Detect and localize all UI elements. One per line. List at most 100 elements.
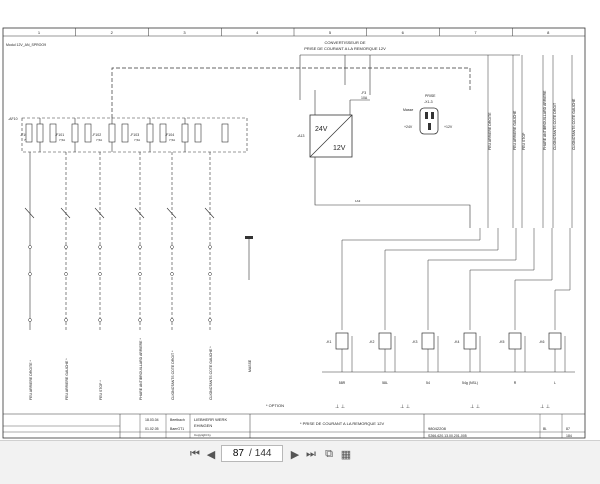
- column-number: 7: [474, 30, 477, 35]
- relay-ref: -K6: [539, 340, 545, 344]
- fuse-symbol: [49, 123, 57, 143]
- last-page-button[interactable]: ⏭: [304, 447, 318, 461]
- connector-pin: [138, 318, 142, 322]
- relay-ref: -K1: [326, 340, 332, 344]
- page-separator: /: [249, 448, 252, 459]
- column-number: 2: [111, 30, 114, 35]
- left-function-label: FEU STOP *: [99, 380, 103, 400]
- layout-button[interactable]: ▦: [339, 447, 353, 461]
- fuse-symbol: [25, 123, 33, 143]
- socket-title: PRISE: [425, 94, 436, 98]
- svg-text:⊥ ⊥: ⊥ ⊥: [470, 404, 480, 410]
- relay-coil: [421, 332, 435, 350]
- left-function-label: FEU ARRIERE GAUCHE *: [65, 358, 69, 400]
- connector-pin: [28, 272, 32, 276]
- fuse-symbol: [108, 123, 116, 143]
- bottom-pin-label: 58L: [382, 381, 388, 385]
- right-function-label: CLIGNOTANTS COTE GAUCHE: [572, 98, 576, 150]
- switch-contact: [94, 207, 105, 219]
- relay-group: -K1-K2-K3-K4-K5-K6: [326, 332, 566, 372]
- svg-text:1A3: 1A3: [355, 199, 361, 203]
- relay-coil: [508, 332, 522, 350]
- fuse-value: 7,5A: [59, 138, 65, 142]
- previous-page-button[interactable]: ◀: [204, 447, 218, 461]
- fuse-value-f3: 10A: [361, 96, 368, 100]
- socket-ref: -X1-3: [424, 100, 433, 104]
- left-function-label: PHARE ANTIBROUILLARD ARRIERE *: [139, 338, 143, 400]
- left-function-label: CLIGNOTANTS COTE DROIT *: [171, 350, 175, 400]
- fuse-value: 7,5A: [134, 138, 140, 142]
- converter-title-line2: PRISE DE COURANT A LA REMORQUE 12V: [304, 46, 386, 51]
- socket-symbol: [419, 107, 439, 135]
- copy-icon: ⧉: [325, 447, 333, 460]
- fuse-symbol: [71, 123, 79, 143]
- column-number: 1: [38, 30, 41, 35]
- title-sheet: 87: [566, 427, 570, 431]
- total-pages: 144: [254, 448, 272, 459]
- column-number: 5: [329, 30, 332, 35]
- switch-contact: [166, 207, 177, 219]
- sheet-ref-code: Modul 12V_AN_SPROO9: [6, 43, 46, 47]
- bottom-pin-label: 58R: [339, 381, 346, 385]
- fuse-symbol: [159, 123, 167, 143]
- title-of-sheets: 184: [566, 434, 572, 438]
- title-copyright: Copyright by: [194, 433, 211, 437]
- connector-pin: [208, 318, 212, 322]
- title-blatt-label: Bl.: [543, 427, 547, 431]
- title-company: LIEBHERR WERK: [194, 417, 227, 422]
- right-function-label: CLIGNOTANTS COTE DROIT: [553, 102, 557, 150]
- connector-pin: [170, 318, 174, 322]
- relay-coil: [378, 332, 392, 350]
- bottom-pin-label: R: [514, 381, 517, 385]
- connector-pin: [170, 272, 174, 276]
- dashed-feed-wire: [111, 67, 471, 118]
- first-page-icon: ⏮: [190, 447, 200, 460]
- connector-pin: [138, 245, 142, 249]
- fuse-ref: -F104: [165, 133, 174, 137]
- converter-out-voltage: 12V: [333, 145, 346, 152]
- connector-pin: [98, 318, 102, 322]
- right-function-label: FEU ARRIERE GAUCHE: [513, 110, 517, 150]
- fuse-symbol: [181, 123, 189, 143]
- fuse-ref-f3: -F3: [361, 91, 366, 95]
- next-page-button[interactable]: ▶: [288, 447, 302, 461]
- fuse-block-frame: [21, 117, 248, 153]
- converter-in-voltage: 24V: [315, 126, 328, 133]
- copy-button[interactable]: ⧉: [322, 447, 336, 461]
- bottom-pin-label: L: [554, 381, 556, 385]
- connector-pin: [28, 245, 32, 249]
- title-drawing-title: * PRISE DE COURANT A LA REMORQUE 12V: [300, 421, 385, 426]
- right-function-label: FEU ARRIERE DROITE: [488, 112, 492, 150]
- svg-text:⊥ ⊥: ⊥ ⊥: [540, 404, 550, 410]
- switch-contact: [24, 207, 35, 219]
- connector-pin: [208, 272, 212, 276]
- last-page-icon: ⏭: [306, 447, 316, 460]
- column-number: 8: [547, 30, 550, 35]
- connector-pin: [170, 245, 174, 249]
- svg-text:⊥ ⊥: ⊥ ⊥: [335, 404, 345, 410]
- right-function-label: PHARE ANTIBROUILLARD ARRIERE: [543, 90, 547, 150]
- fuse-ref: -F101: [55, 133, 64, 137]
- switch-contact: [60, 207, 71, 219]
- fuse-value: 7,5A: [96, 138, 102, 142]
- title-date1: 18.03.04: [145, 418, 159, 422]
- socket-ground-label: Masse: [403, 108, 413, 112]
- relay-ref: -K5: [499, 340, 505, 344]
- fuse-value: 7,5A: [169, 138, 175, 142]
- column-number: 4: [256, 30, 259, 35]
- svg-text:⊥ ⊥: ⊥ ⊥: [400, 404, 410, 410]
- title-block: 18.03.04 01.02.05 Beetbach BaerGT1 LIEBH…: [3, 413, 585, 438]
- switch-contact: [134, 207, 145, 219]
- fuse-ref: -F103: [130, 133, 139, 137]
- connector-pin: [98, 272, 102, 276]
- connector-pin: [64, 318, 68, 322]
- option-note: * OPTION: [266, 403, 284, 408]
- first-page-button[interactable]: ⏮: [188, 447, 202, 461]
- title-name1: Beetbach: [170, 418, 185, 422]
- relay-coil: [548, 332, 562, 350]
- page-number-input[interactable]: [222, 448, 246, 459]
- next-page-icon: ▶: [290, 448, 300, 461]
- fuse-ref: -F100: [20, 133, 29, 137]
